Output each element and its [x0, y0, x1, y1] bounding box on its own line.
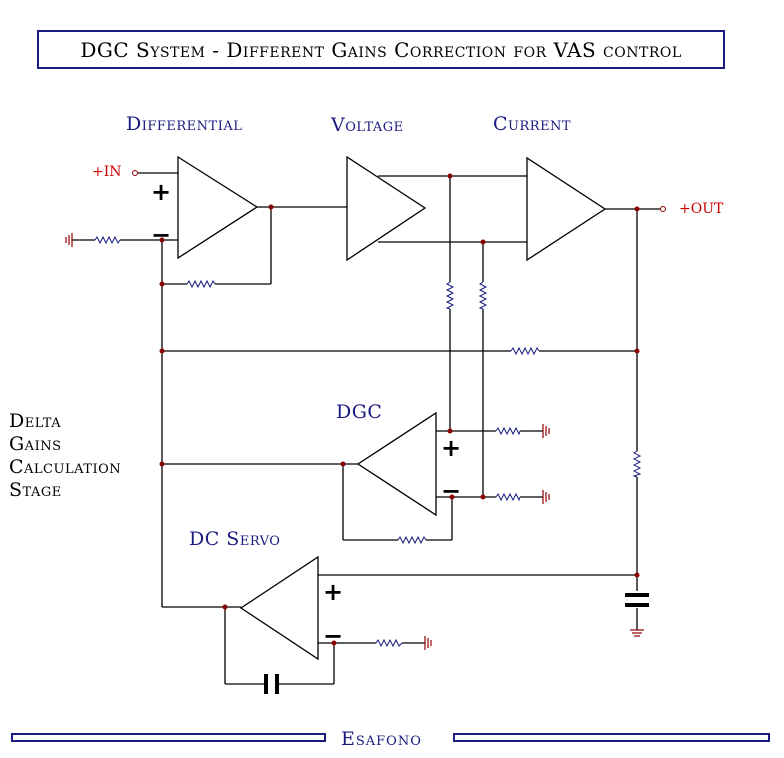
dgc-amplifier: [356, 411, 437, 517]
footer-bar-left: [11, 733, 326, 742]
delta-gains-label-line: Delta: [9, 410, 62, 432]
junction-node: [268, 204, 274, 210]
input-ground-resistor: [94, 235, 121, 245]
junction-node: [634, 348, 640, 354]
footer-brand: Esafono: [341, 728, 422, 750]
page-title-text: DGC System - Different Gains Correction …: [80, 37, 682, 62]
junction-node: [331, 640, 337, 646]
junction-node: [159, 281, 165, 287]
voltage-sense-resistor-a: [445, 281, 455, 310]
ground-symbol-output: [630, 629, 644, 637]
input-pin-label: +IN: [92, 164, 122, 180]
dc-servo-amplifier: [239, 555, 319, 661]
differential-amplifier: [177, 155, 259, 260]
ground-symbol-servo: [424, 636, 432, 650]
junction-node: [480, 494, 486, 500]
junction-node: [634, 572, 640, 578]
dgc-minus-resistor: [495, 492, 521, 502]
servo-minus-sign: −: [323, 622, 343, 650]
differential-minus-sign: −: [151, 221, 171, 249]
servo-plus-sign: +: [323, 578, 343, 606]
stage-label-dgc: DGC: [336, 401, 383, 423]
junction-node: [634, 206, 640, 212]
stage-label-differential: Differential: [126, 113, 243, 135]
servo-ground-resistor: [375, 638, 403, 648]
main-feedback-resistor: [510, 346, 540, 356]
output-pin-label: +OUT: [679, 201, 724, 217]
delta-gains-label-line: Stage: [9, 479, 62, 501]
delta-gains-label-line: Calculation: [9, 456, 122, 478]
junction-node: [447, 173, 453, 179]
dgc-minus-sign: −: [441, 477, 461, 505]
current-amplifier: [526, 156, 607, 262]
input-terminal: [132, 170, 138, 176]
dgc-plus-sign: +: [441, 434, 461, 462]
junction-node: [159, 461, 165, 467]
output-vertical-resistor: [632, 450, 642, 478]
ground-symbol-dgc-plus: [542, 424, 550, 438]
delta-gains-label: Delta Gains Calculation Stage: [9, 410, 121, 502]
voltage-amplifier: [346, 155, 427, 262]
junction-node: [159, 348, 165, 354]
junction-node: [340, 461, 346, 467]
differential-feedback-resistor: [186, 279, 216, 289]
ground-symbol-dgc-minus: [542, 490, 550, 504]
ground-symbol-input: [65, 233, 73, 247]
stage-label-current: Current: [493, 113, 572, 135]
junction-node: [447, 428, 453, 434]
footer-bar-right: [453, 733, 770, 742]
junction-node: [159, 237, 165, 243]
output-terminal: [660, 206, 666, 212]
stage-label-dc-servo: DC Servo: [189, 528, 281, 550]
stage-label-voltage: Voltage: [331, 114, 404, 136]
differential-plus-sign: +: [151, 178, 171, 206]
junction-node: [222, 604, 228, 610]
voltage-sense-resistor-b: [478, 281, 488, 310]
delta-gains-label-line: Gains: [9, 433, 62, 455]
junction-node: [480, 239, 486, 245]
dgc-plus-resistor: [495, 426, 521, 436]
page-title: DGC System - Different Gains Correction …: [37, 30, 725, 69]
dgc-feedback-resistor: [397, 535, 427, 545]
junction-node: [449, 494, 455, 500]
